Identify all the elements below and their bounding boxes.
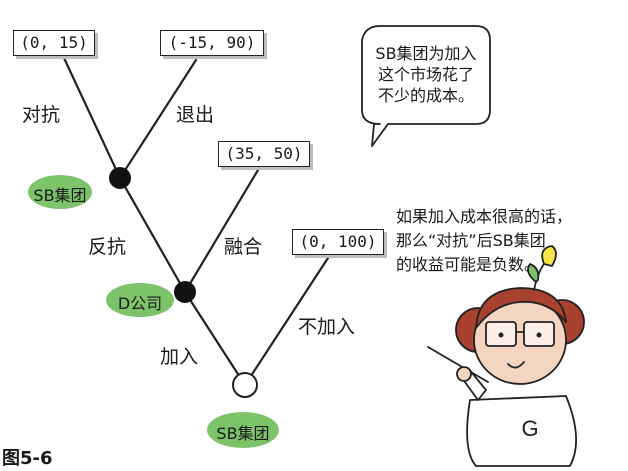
edge-not-enter [243,256,330,387]
sprout-leaf-green [527,263,540,283]
edge-merge [183,168,260,294]
action-label-counter: 反抗 [88,236,127,258]
character-mouth [507,361,525,369]
player-name-sb-1: SB集团 [33,186,87,205]
player-badge-sb-root [207,412,279,448]
edge-counter [118,176,187,294]
character-hair [475,287,567,329]
speech-line-3: 不少的成本。 [377,86,474,105]
character-body [466,395,578,467]
action-label-enter: 加入 [160,346,199,368]
eye-left [498,332,504,338]
action-label-exit: 退出 [176,104,215,126]
note-line-1: 如果加入成本很高的话， [396,207,573,226]
decision-node-sb-root [232,372,258,398]
player-badge-sb-1 [28,175,92,209]
action-label-merge: 融合 [224,236,263,258]
speech-bubble-shape [361,25,491,147]
edge-confront [62,56,122,180]
player-badge-d [106,283,174,317]
figure-caption: 图5-6 [2,448,53,469]
character-hand [456,366,472,382]
player-name-sb-root: SB集团 [216,424,270,443]
pointer-stick [427,346,489,383]
decision-node-d [174,281,196,303]
eye-right [536,332,542,338]
payoff-confront: (0, 15) [13,30,95,56]
player-name-d: D公司 [117,294,163,313]
edge-enter [183,290,247,387]
speech-line-1: SB集团为加入 [375,44,477,63]
shirt-letter: G [521,416,538,441]
payoff-exit: (-15, 90) [160,30,264,56]
note-line-2: 那么“对抗”后SB集团 [396,231,546,250]
payoff-merge: (35, 50) [218,141,310,167]
edge-exit [118,58,198,180]
explanatory-note: 如果加入成本很高的话， 那么“对抗”后SB集团 的收益可能是负数。 [396,205,626,277]
payoff-not-enter: (0, 100) [292,229,384,255]
decision-node-sb-1 [109,167,131,189]
action-label-not-enter: 不加入 [298,316,356,338]
note-line-3: 的收益可能是负数。 [396,255,541,274]
sprout-leaf [541,245,557,267]
speech-line-2: 这个市场花了 [377,65,474,84]
speech-bubble-text: SB集团为加入 这个市场花了 不少的成本。 [351,43,501,106]
action-label-confront: 对抗 [22,104,61,126]
